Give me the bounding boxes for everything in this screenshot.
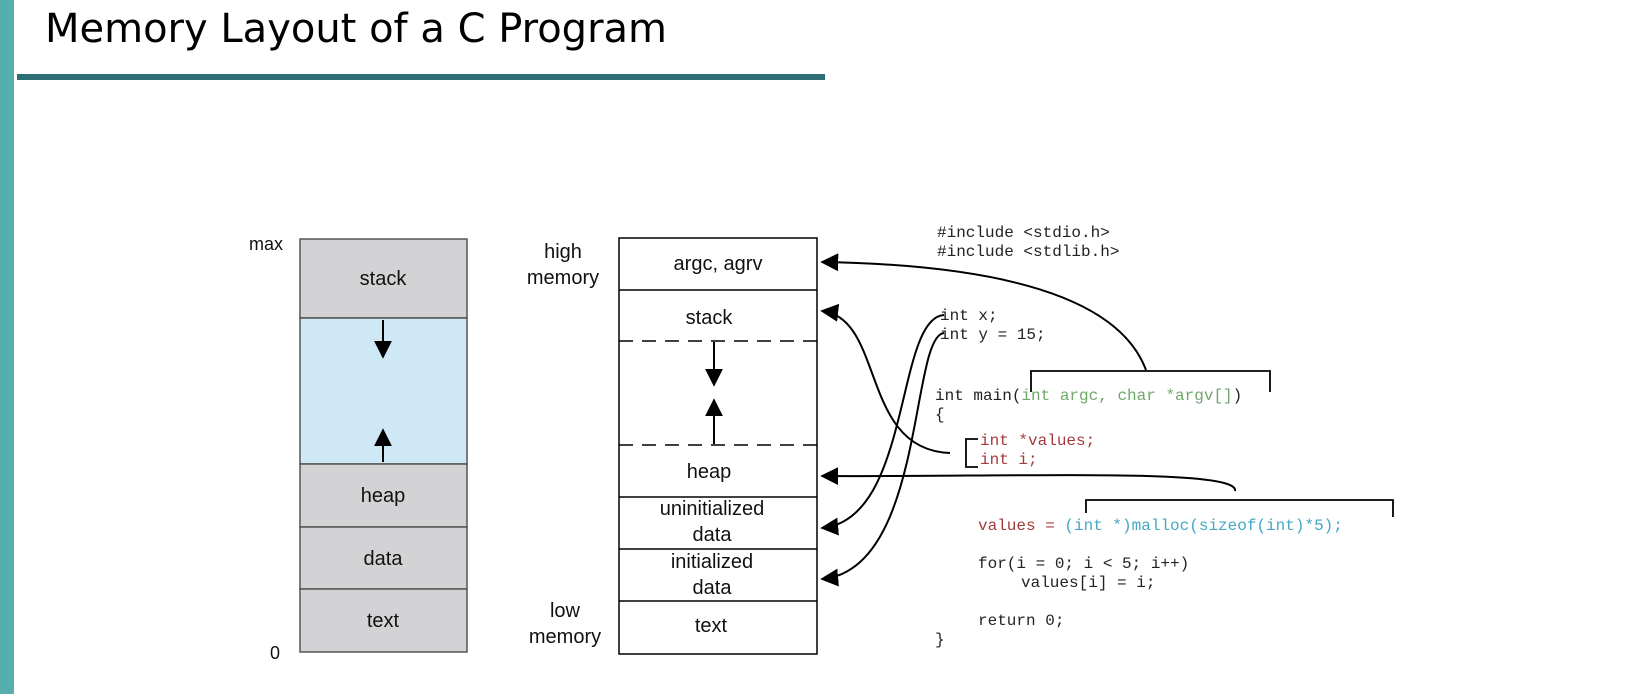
code-global-y: int y = 15; [940,326,1046,344]
global-x-arrow [820,314,945,536]
code-local-values: int *values; [980,432,1095,450]
data-label: data [364,548,404,570]
args-segment-label: argc, agrv [674,253,763,275]
code-assign-rhs: (int *)malloc(sizeof(int)*5); [1064,517,1342,535]
heap-segment-label: heap [687,461,732,483]
connector-arrows [820,253,1236,587]
low-memory-label-line2: memory [529,626,601,648]
heap-label: heap [361,485,406,507]
stack-segment-label: stack [686,307,734,329]
simple-memory-layout: max 0 stack heap data text [249,234,468,663]
uninit-label-line1: uninitialized [660,498,765,520]
code-close-brace: } [935,631,945,649]
zero-label: 0 [270,643,280,663]
code-open-brace: { [935,406,945,424]
global-y-arrow [820,332,945,587]
title-underline [17,74,825,80]
code-body-line: values[i] = i; [1021,574,1155,592]
locals-to-stack-arrow [820,303,951,454]
data-segment [299,526,468,590]
accent-bar [0,0,14,694]
code-include-stdio: #include <stdio.h> [937,224,1110,242]
memory-column-outline [618,237,818,655]
text-label: text [367,610,400,632]
code-main-prefix: int main( [935,387,1021,405]
init-label-line1: initialized [671,551,753,573]
malloc-bracket [1085,499,1394,517]
code-assign-lhs: values = [978,517,1064,535]
args-arrow [820,253,1147,371]
init-label-line2: data [693,577,733,599]
code-return-line: return 0; [978,612,1064,630]
uninit-label-line2: data [693,524,733,546]
code-brackets [965,370,1394,517]
params-bracket [1030,370,1271,392]
code-assign-line: values = (int *)malloc(sizeof(int)*5); [978,517,1343,535]
text-segment [299,588,468,653]
code-listing: #include <stdio.h> #include <stdlib.h> i… [935,224,1343,649]
code-global-x: int x; [940,307,998,325]
high-memory-label-line1: high [544,241,582,263]
stack-segment [299,238,468,319]
detailed-memory-layout: high memory low memory argc, agrv stack … [527,237,818,655]
malloc-to-heap-arrow [820,467,1236,492]
code-main-params: int argc, char *argv[] [1021,387,1232,405]
stack-label: stack [360,268,408,290]
text-segment-label: text [695,615,728,637]
code-local-i: int i; [980,451,1038,469]
heap-segment [299,463,468,528]
code-include-stdlib: #include <stdlib.h> [937,243,1119,261]
high-memory-label-line2: memory [527,267,599,289]
code-for-line: for(i = 0; i < 5; i++) [978,555,1189,573]
code-main-signature: int main(int argc, char *argv[]) [935,387,1242,405]
locals-bracket [965,438,978,468]
max-label: max [249,234,283,254]
page-title: Memory Layout of a C Program [45,6,667,52]
low-memory-label-line1: low [550,600,581,622]
code-main-suffix: ) [1233,387,1243,405]
